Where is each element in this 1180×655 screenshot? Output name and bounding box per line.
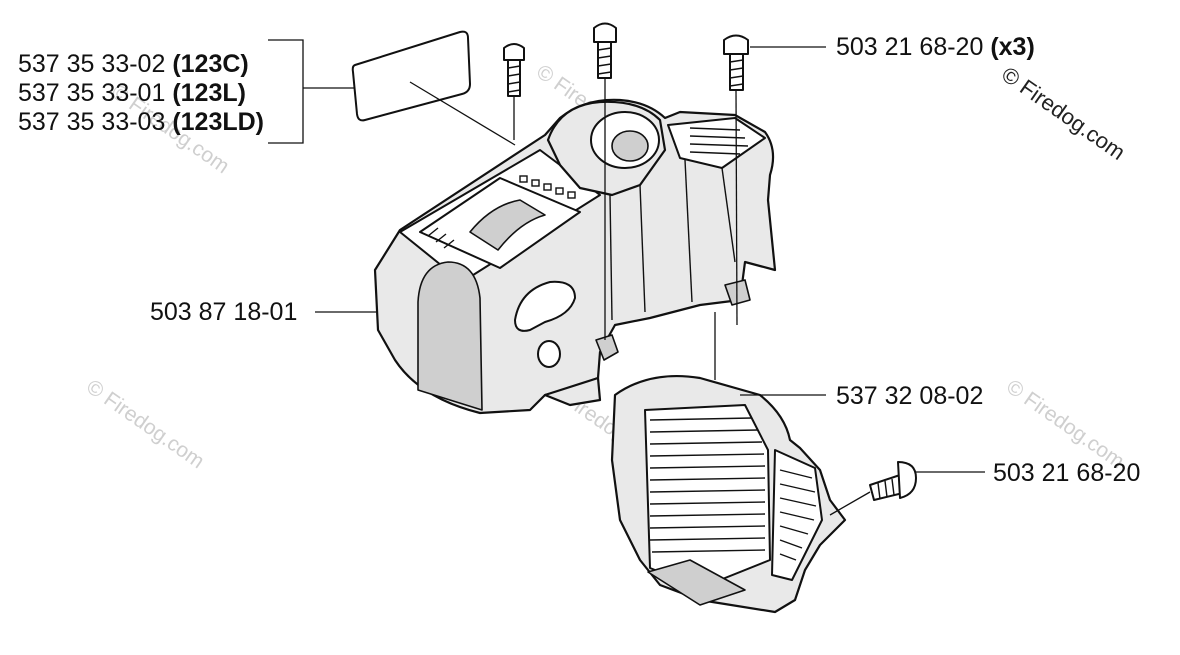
engine-cover — [373, 98, 777, 415]
screw-3 — [723, 34, 749, 91]
side-screw — [869, 461, 917, 501]
guard-label: 537 32 08-02 — [836, 382, 983, 410]
decal-label-123ld: 537 35 33-03 (123LD) — [18, 108, 264, 136]
labels: 537 35 33-02 (123C) 537 35 33-01 (123L) … — [18, 33, 1140, 487]
top-screw-label: 503 21 68-20 (x3) — [836, 33, 1035, 61]
decal-label-123c: 537 35 33-02 (123C) — [18, 50, 249, 78]
leader-lines — [268, 39, 985, 516]
air-guard — [610, 375, 847, 614]
watermark-bottom-left: © Firedog.com — [82, 375, 208, 473]
screw-1 — [503, 43, 525, 97]
screw-2 — [593, 22, 617, 79]
cover-label: 503 87 18-01 — [150, 298, 297, 326]
watermark-top-right: © Firedog.com — [997, 62, 1130, 165]
side-screw-label: 503 21 68-20 — [993, 459, 1140, 487]
decal-label-123l: 537 35 33-01 (123L) — [18, 79, 246, 107]
decal — [351, 30, 471, 122]
